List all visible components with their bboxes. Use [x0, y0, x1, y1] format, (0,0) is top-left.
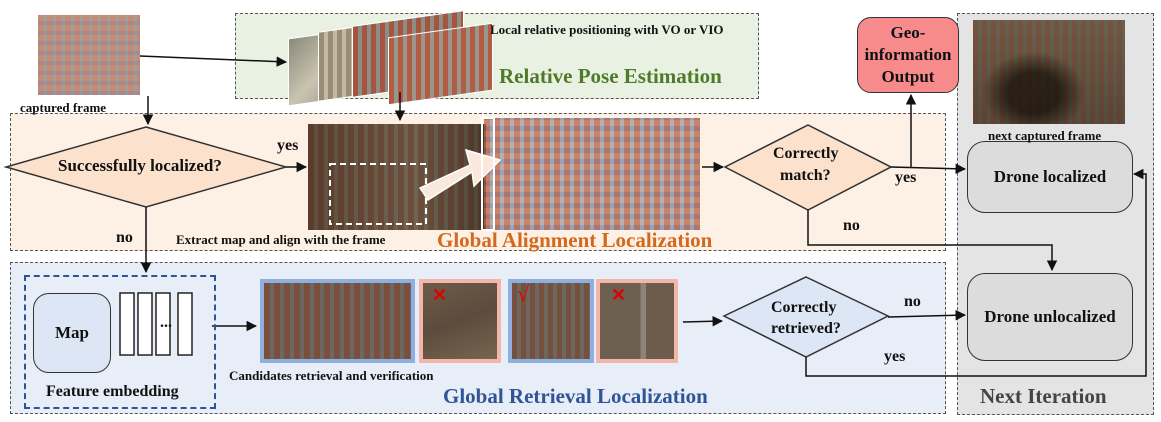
captured-frame-label: captured frame: [20, 100, 107, 115]
correctly-match-line1: Correctly: [773, 145, 839, 162]
captured-frame-image: [38, 15, 140, 95]
no-label-2: no: [843, 217, 860, 234]
arrow-match-no: [807, 210, 1058, 272]
correctly-retrieved-line1: Correctly: [771, 299, 837, 316]
drone-localized-box: Drone localized: [967, 141, 1133, 213]
no-label-3: no: [904, 293, 921, 310]
arrow-retrieved-no: [887, 309, 967, 321]
feature-embedding-frame: [24, 275, 216, 409]
map-label: Map: [55, 323, 89, 342]
global-retrieval-title: Global Retrieval Localization: [443, 384, 708, 408]
alignment-selection-box: [329, 163, 427, 225]
correctly-retrieved-line2: retrieved?: [771, 320, 841, 337]
yes-label-2: yes: [895, 169, 917, 186]
yes-label-3: yes: [884, 348, 906, 365]
candidates-label: Candidates retrieval and verification: [229, 368, 434, 383]
embedding-bar-1: [119, 292, 135, 356]
successfully-localized-label: Successfully localized?: [58, 156, 222, 175]
correctly-match-line2: match?: [780, 167, 831, 184]
next-captured-frame-image: [973, 20, 1125, 124]
candidate-4-image: [596, 279, 678, 363]
drone-unlocalized-box: Drone unlocalized: [967, 273, 1133, 361]
aligned-frame-border: [481, 117, 495, 231]
reject-mark-2: ✕: [611, 285, 627, 305]
embedding-bar-3: [155, 292, 171, 356]
next-captured-frame-label: next captured frame: [988, 128, 1102, 143]
next-iteration-title: Next Iteration: [980, 384, 1107, 408]
reject-mark-1: ✕: [432, 285, 448, 305]
local-positioning-label: Local relative positioning with VO or VI…: [490, 22, 724, 37]
no-label-1: no: [116, 229, 133, 246]
drone-unlocalized-label: Drone unlocalized: [984, 307, 1116, 326]
geo-information-output-box: Geo-information Output: [857, 17, 959, 93]
map-box: Map: [33, 293, 111, 373]
arrow-frame-to-vo: [139, 55, 288, 67]
arrow-candidates-to-retrieved: [682, 315, 724, 327]
relative-pose-title: Relative Pose Estimation: [499, 64, 722, 88]
aligned-frame-image: [484, 118, 700, 230]
correctly-retrieved-diamond: [722, 276, 890, 358]
geo-output-line2: Output: [881, 67, 935, 86]
drone-localized-label: Drone localized: [993, 167, 1107, 186]
arrow-retrieved-yes-loop: [805, 168, 1147, 377]
candidate-2-image: [419, 279, 501, 363]
embedding-bar-4: [177, 292, 193, 356]
candidate-3-image: [508, 279, 594, 363]
arrow-match-yes: [890, 163, 967, 174]
global-alignment-title: Global Alignment Localization: [437, 228, 713, 252]
extract-map-label: Extract map and align with the frame: [176, 232, 386, 247]
yes-label-1: yes: [277, 137, 299, 154]
geo-output-line1: Geo-information: [864, 23, 952, 64]
embedding-bar-2: [137, 292, 153, 356]
candidate-1-image: [260, 279, 415, 363]
ellipsis-label: ...: [160, 314, 172, 331]
accept-mark: √: [517, 281, 530, 306]
alignment-white-arrow: [418, 148, 502, 202]
feature-embedding-label: Feature embedding: [46, 383, 179, 400]
